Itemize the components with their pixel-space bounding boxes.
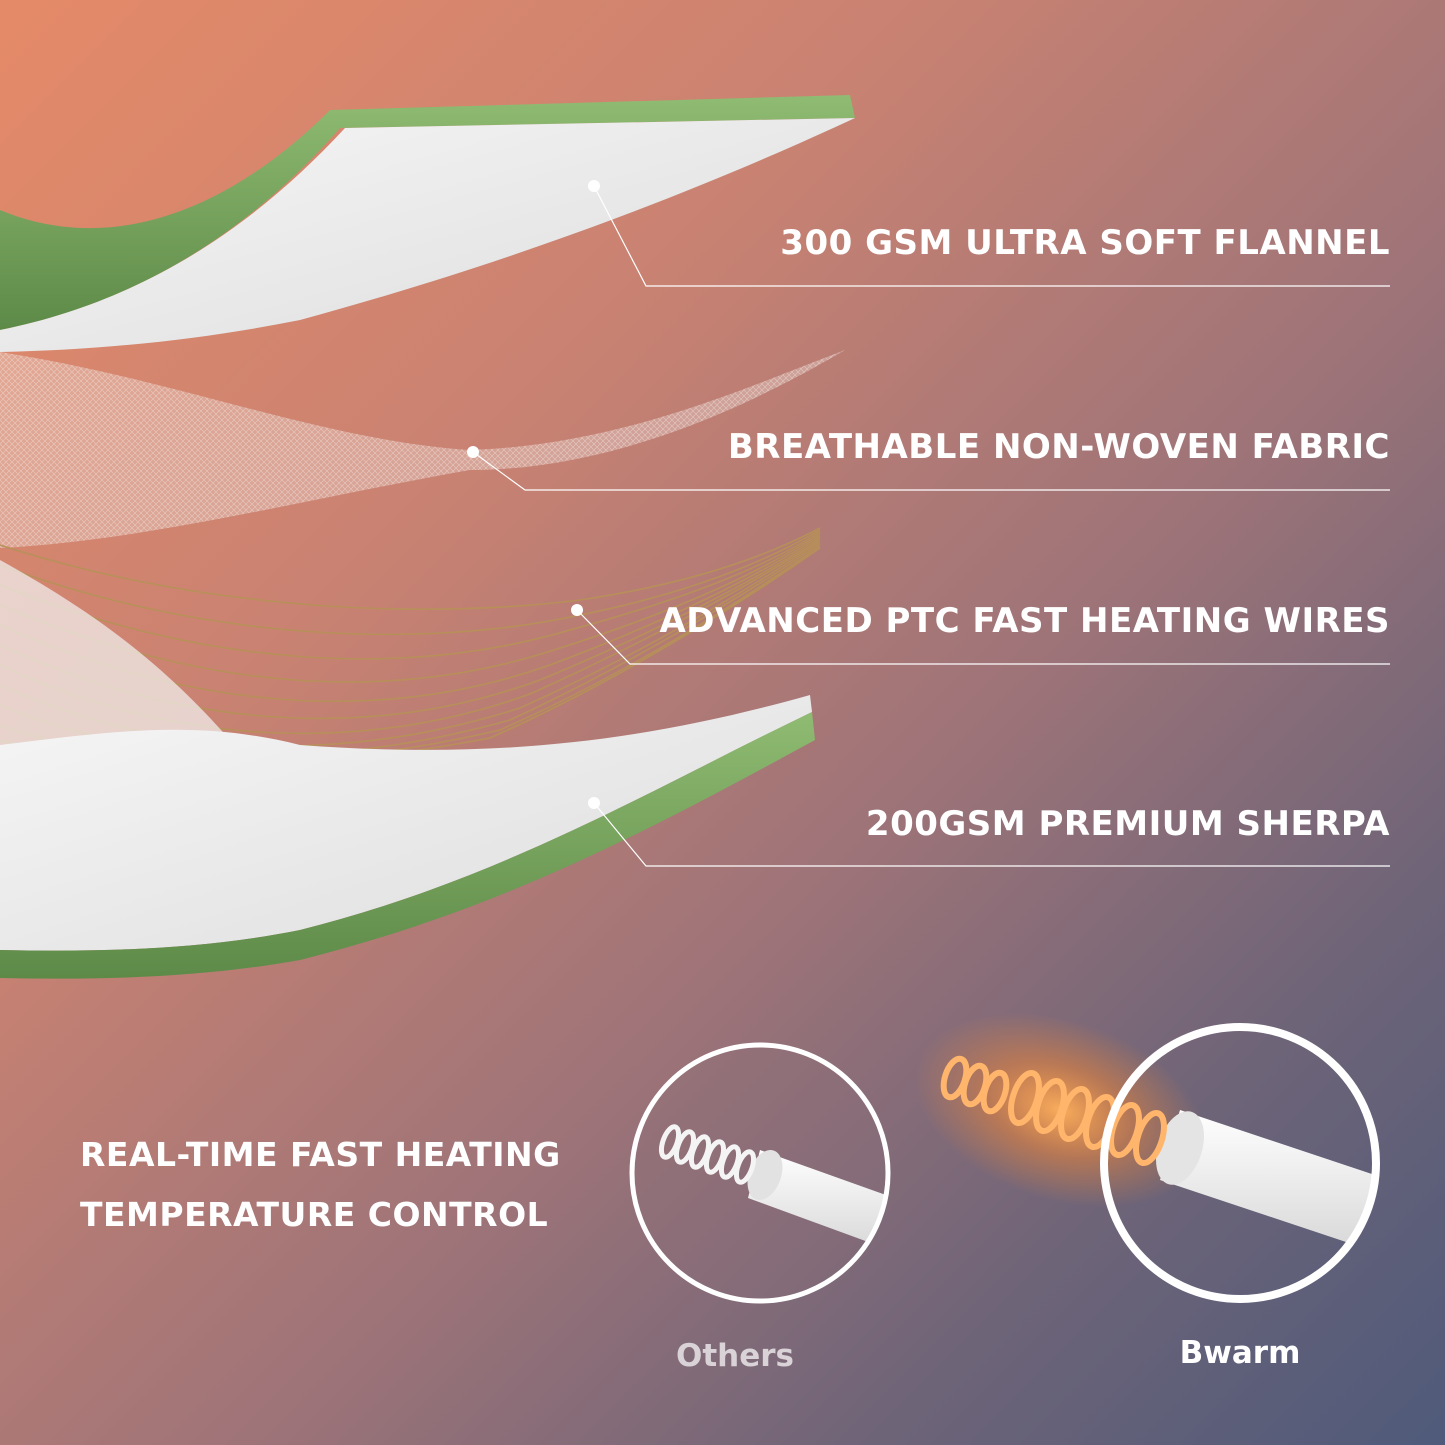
leader-dots	[467, 180, 600, 809]
wire-backing	[0, 560, 230, 745]
leader-lines	[472, 185, 1390, 867]
flannel-label: 300 GSM ULTRA SOFT FLANNEL	[780, 223, 1390, 263]
sherpa-label: 200GSM PREMIUM SHERPA	[865, 804, 1390, 844]
bwarm-wire-illustration	[914, 1012, 1380, 1303]
caption-line-1: REAL-TIME FAST HEATING	[80, 1135, 561, 1174]
non-woven-layer	[0, 350, 845, 548]
others-label: Others	[675, 1338, 794, 1374]
non-woven-label: BREATHABLE NON-WOVEN FABRIC	[727, 427, 1390, 467]
brand-label: Bwarm	[1179, 1335, 1301, 1371]
heating-wires-label: ADVANCED PTC FAST HEATING WIRES	[659, 601, 1390, 641]
sherpa-layer	[0, 695, 815, 979]
caption-line-2: TEMPERATURE CONTROL	[80, 1195, 549, 1234]
others-wire-illustration	[629, 1042, 891, 1304]
flannel-layer	[0, 95, 855, 352]
